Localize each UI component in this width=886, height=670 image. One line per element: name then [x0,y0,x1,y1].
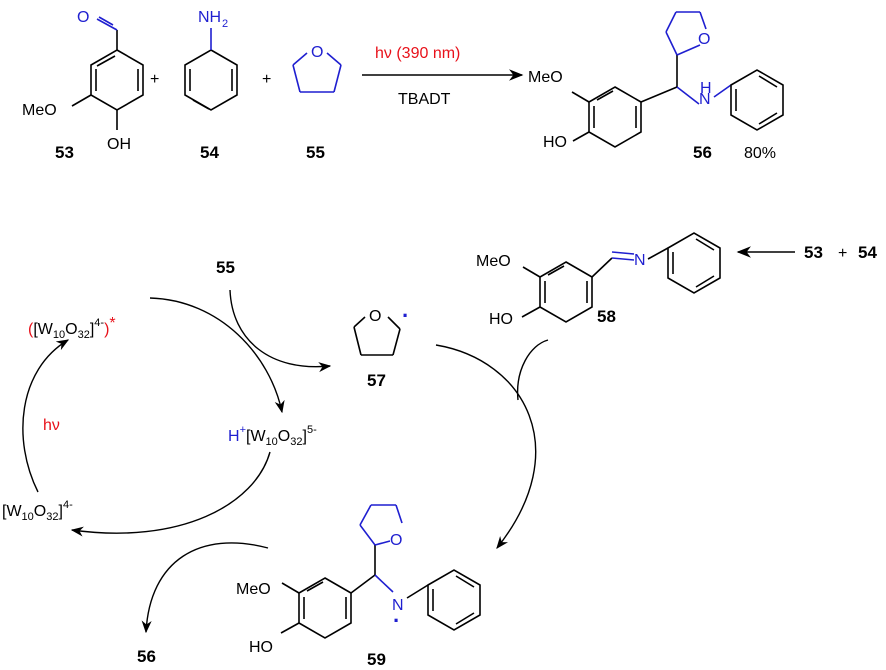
aminyl-hydroxyl: HO [249,639,273,656]
product-methoxy: MeO [528,69,563,86]
compound-56-product: MeO HO O N H [528,11,784,151]
arrow-radical-addition [435,344,537,549]
compound-label-54: 54 [200,143,219,162]
condition-light: hν (390 nm) [375,45,460,62]
cycle-label-56: 56 [137,647,156,666]
cycle-label-55: 55 [216,258,235,277]
plus-sign-2: + [262,71,271,88]
aldehyde-oxygen: O [77,9,89,26]
ground-catalyst-label: [W10O32]4- [2,499,73,523]
label-54-feed: 54 [858,243,877,262]
amine-label: NH [198,9,221,26]
product-yield: 80% [744,145,776,162]
product-nh-n: N [699,91,711,108]
product-hydroxyl: HO [543,134,567,151]
thf-oxygen: O [311,44,323,61]
imine-methoxy: MeO [476,253,511,270]
excited-catalyst-label: ([W10O32]4-)* [28,315,116,341]
cycle-arc-excited-to-reduced [149,297,285,414]
label-53-feed: 53 [804,243,823,262]
compound-55-thf: O [292,44,342,93]
imine-hydroxyl: HO [489,311,513,328]
compound-label-57: 57 [367,371,386,390]
compound-label-56: 56 [693,143,712,162]
cycle-arc-ground-to-excited [22,339,70,493]
condition-catalyst: TBADT [398,91,451,108]
product-thf-oxygen: O [698,31,710,48]
reduced-catalyst-label: H+[W10O32]5- [228,424,317,448]
plus-feed: + [838,245,847,262]
compound-57-thf-radical: O · [353,303,409,356]
product-nh-h: H [700,80,712,97]
methoxy-label: MeO [22,102,57,119]
amine-subscript: 2 [222,18,228,30]
compound-54-aniline: NH 2 [184,9,238,111]
compound-label-59: 59 [367,650,386,669]
aminyl-radical-dot: · [393,608,400,633]
radical-57-oxygen: O [369,308,381,325]
arrow-55-to-57 [229,289,332,373]
compound-59-aminyl-radical: MeO HO O N · [236,504,481,656]
arrow-59-to-56 [141,542,269,634]
cycle-arc-reduced-to-ground [70,451,271,537]
aminyl-thf-oxygen: O [390,532,402,549]
compound-53-vanillin: O MeO OH [22,9,144,153]
aminyl-methoxy: MeO [236,581,271,598]
aminyl-nitrogen: N [392,597,404,614]
radical-57-dot: · [402,303,409,328]
hydroxyl-label: OH [107,136,131,153]
compound-58-imine: MeO HO N [476,232,721,328]
photon-hv-label: hν [43,417,60,434]
arc-imine-join [516,339,549,401]
imine-nitrogen: N [634,252,646,269]
compound-label-55: 55 [306,143,325,162]
plus-sign-1: + [150,71,159,88]
compound-label-53: 53 [55,143,74,162]
compound-label-58: 58 [597,307,616,326]
